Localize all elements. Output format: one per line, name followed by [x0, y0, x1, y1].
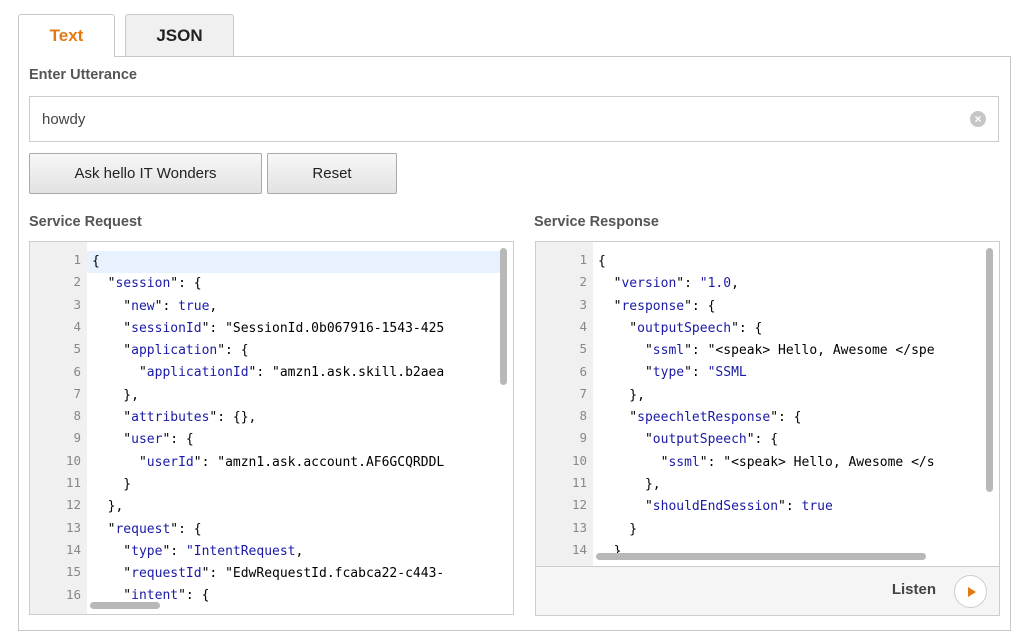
play-icon	[967, 586, 976, 597]
line-number: 8	[73, 408, 81, 424]
line-number: 2	[579, 274, 587, 290]
code-line: "user": {	[92, 432, 194, 448]
line-number: 9	[579, 430, 587, 446]
code-line: "request": {	[92, 521, 202, 537]
tab-json[interactable]: JSON	[125, 14, 234, 56]
code-line: "new": true,	[92, 298, 218, 314]
listen-play-button[interactable]	[954, 575, 987, 608]
line-number: 13	[65, 519, 81, 535]
tab-text[interactable]: Text	[18, 14, 115, 57]
code-line: },	[598, 387, 645, 403]
line-number: 16	[65, 586, 81, 602]
code-line: "applicationId": "amzn1.ask.skill.b2aea	[92, 365, 445, 381]
line-number: 7	[579, 385, 587, 401]
code-line: "outputSpeech": {	[598, 432, 779, 448]
code-line: "version": "1.0,	[598, 276, 739, 292]
line-number: 1	[73, 252, 81, 267]
utterance-input[interactable]: howdy ×	[29, 96, 999, 142]
listen-bar: Listen	[535, 566, 1000, 616]
code-line: }	[598, 521, 638, 537]
line-number: 10	[571, 452, 587, 468]
code-line: }	[92, 476, 132, 492]
line-number: 6	[579, 363, 587, 379]
code-line: {	[92, 254, 100, 269]
line-number: 3	[73, 296, 81, 312]
code-line: "userId": "amzn1.ask.account.AF6GCQRDDL	[92, 454, 445, 470]
code-line: "ssml": "<speak> Hello, Awesome </spe	[598, 343, 935, 359]
line-number: 9	[73, 430, 81, 446]
line-number: 11	[571, 475, 587, 490]
line-number: 6	[73, 363, 81, 379]
line-number: 11	[65, 475, 81, 490]
line-number: 5	[579, 341, 587, 357]
code-line: },	[92, 499, 124, 515]
listen-label: Listen	[891, 581, 936, 598]
code-line: "type": "IntentRequest,	[92, 543, 304, 559]
utterance-label: Enter Utterance	[29, 67, 137, 83]
line-number: 8	[579, 408, 587, 424]
code-line: },	[92, 387, 139, 403]
code-line: "sessionId": "SessionId.0b067916-1543-42…	[92, 320, 445, 336]
service-response-label: Service Response	[534, 214, 659, 230]
response-horizontal-scrollbar[interactable]	[596, 553, 926, 560]
utterance-value: howdy	[42, 110, 86, 128]
request-gutter	[30, 242, 87, 614]
line-number: 4	[579, 318, 587, 334]
code-line: "type": "SSML	[598, 365, 747, 381]
code-line: "outputSpeech": {	[598, 320, 763, 336]
line-number: 13	[571, 519, 587, 535]
line-number: 3	[579, 296, 587, 312]
code-line: "shouldEndSession": true	[598, 499, 833, 515]
code-line: "intent": {	[92, 588, 210, 604]
line-number: 12	[65, 497, 81, 513]
line-number: 4	[73, 318, 81, 334]
line-number: 14	[571, 541, 587, 557]
code-line: "response": {	[598, 298, 716, 314]
line-number: 15	[65, 564, 81, 580]
response-gutter	[536, 242, 593, 566]
line-number: 12	[571, 497, 587, 513]
ask-skill-button[interactable]: Ask hello IT Wonders	[29, 153, 262, 194]
request-vertical-scrollbar[interactable]	[500, 248, 507, 385]
service-request-label: Service Request	[29, 214, 142, 230]
code-line: "session": {	[92, 276, 202, 292]
response-vertical-scrollbar[interactable]	[986, 248, 993, 492]
active-line-highlight	[87, 251, 502, 273]
request-horizontal-scrollbar[interactable]	[90, 602, 160, 609]
code-line: "attributes": {},	[92, 410, 257, 426]
code-line: "ssml": "<speak> Hello, Awesome </s	[598, 454, 935, 470]
response-code: { "version": "1.0, "response": { "output…	[598, 251, 935, 563]
request-code: { "session": { "new": true, "sessionId":…	[92, 251, 444, 608]
line-number: 7	[73, 385, 81, 401]
code-line: "requestId": "EdwRequestId.fcabca22-c443…	[92, 566, 445, 582]
code-line: {	[598, 254, 606, 269]
line-number: 5	[73, 341, 81, 357]
code-line: "application": {	[92, 343, 249, 359]
code-line: "speechletResponse": {	[598, 410, 802, 426]
line-number: 1	[579, 252, 587, 267]
line-number: 10	[65, 452, 81, 468]
code-line: },	[598, 476, 661, 492]
line-number: 2	[73, 274, 81, 290]
clear-input-icon[interactable]: ×	[970, 111, 986, 127]
line-number: 14	[65, 541, 81, 557]
reset-button[interactable]: Reset	[267, 153, 397, 194]
code-line: }	[598, 543, 622, 559]
